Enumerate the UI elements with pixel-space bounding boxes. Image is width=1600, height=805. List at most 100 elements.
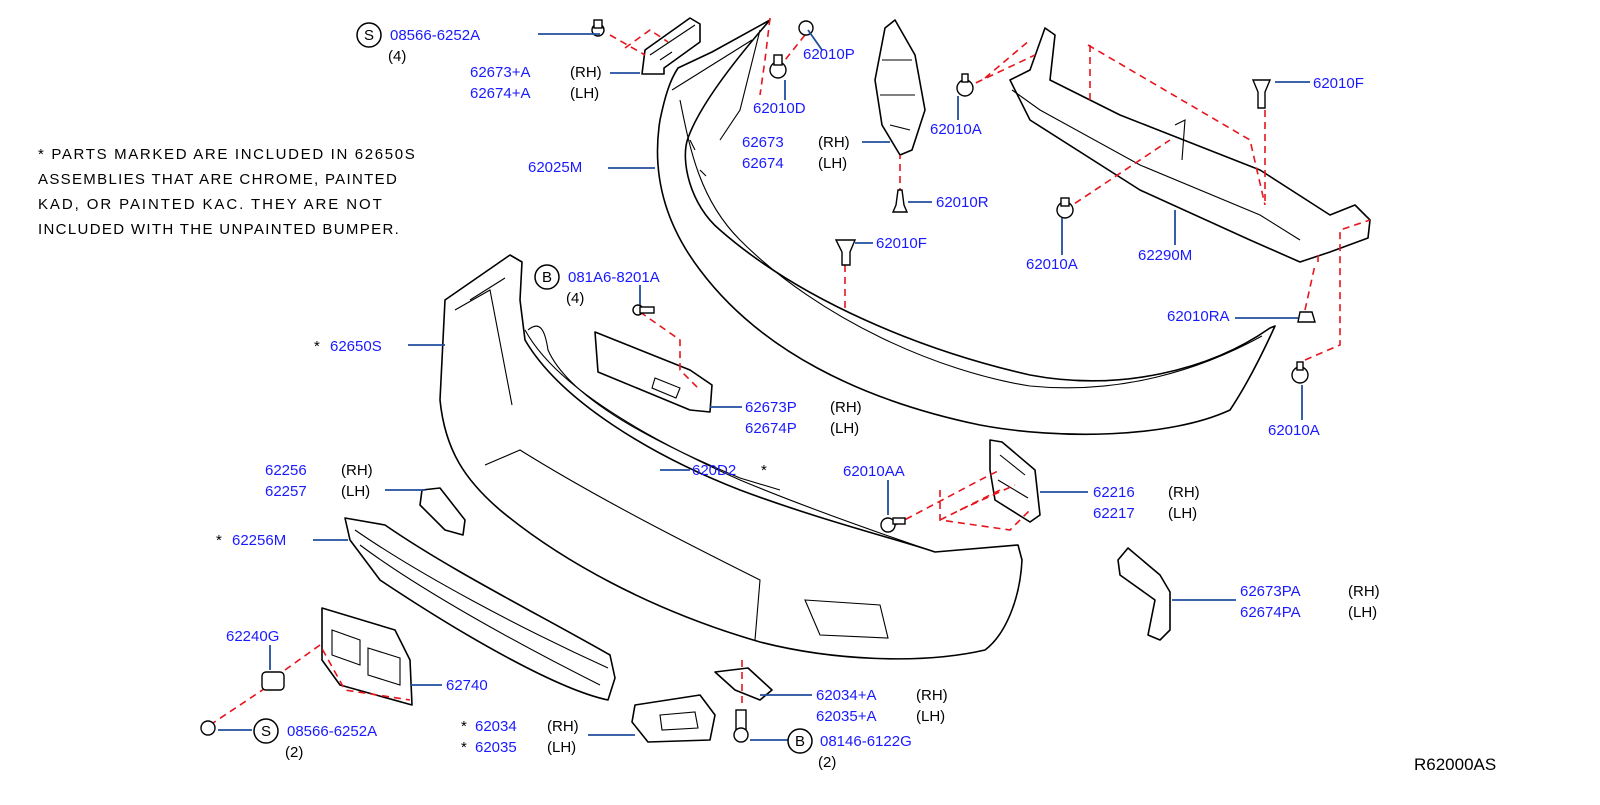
bracket-62216: [989, 439, 1041, 523]
label-62257[interactable]: 62257: [265, 483, 307, 500]
side-rh: (RH): [830, 399, 862, 416]
label-62010a-3[interactable]: 62010A: [1268, 422, 1320, 439]
upper-fascia-62025m: [656, 19, 1276, 436]
symbol-b-bottom: B: [787, 728, 813, 754]
bolt-08146: [733, 709, 749, 743]
clip-62010a-1: [956, 73, 974, 97]
side-rh: (RH): [547, 718, 579, 735]
label-62674[interactable]: 62674: [742, 155, 784, 172]
label-620d2[interactable]: 620D2: [692, 462, 736, 479]
label-62034[interactable]: 62034: [475, 718, 517, 735]
qualifiers: (4) (4) (2) (2) (RH) (LH) (RH) (LH) (RH)…: [216, 48, 1496, 774]
bolt-08566-bot: [200, 720, 216, 736]
label-62673[interactable]: 62673: [742, 134, 784, 151]
reinforcement-62290m: [1009, 27, 1371, 263]
note-line-4: INCLUDED WITH THE UNPAINTED BUMPER.: [38, 221, 400, 238]
label-62010f-2[interactable]: 62010F: [876, 235, 927, 252]
label-62256[interactable]: 62256: [265, 462, 307, 479]
diagram-code: R62000AS: [1414, 755, 1496, 774]
label-62010ra[interactable]: 62010RA: [1167, 308, 1230, 325]
symbol-s-bottom: S: [253, 718, 279, 744]
label-08566-bottom[interactable]: 08566-6252A: [287, 723, 377, 740]
note-block: * PARTS MARKED ARE INCLUDED IN 62650S AS…: [38, 146, 416, 238]
part-labels: 08566-6252A 62673+A 62674+A 62010P 62010…: [226, 27, 1364, 756]
clip-62010f-2: [834, 239, 857, 266]
label-62216[interactable]: 62216: [1093, 484, 1135, 501]
assembly-lines: [209, 17, 1371, 726]
label-081a6[interactable]: 081A6-8201A: [568, 269, 660, 286]
qty-08566-top: (4): [388, 48, 406, 65]
label-62010r[interactable]: 62010R: [936, 194, 989, 211]
side-lh: (LH): [818, 155, 847, 172]
label-62256m[interactable]: 62256M: [232, 532, 286, 549]
side-rh: (RH): [570, 64, 602, 81]
svg-text:S: S: [364, 27, 374, 44]
asterisk-62035: *: [461, 739, 467, 756]
side-lh: (LH): [547, 739, 576, 756]
note-line-3: KAD, OR PAINTED KAC. THEY ARE NOT: [38, 196, 383, 213]
leader-lines: [218, 29, 1310, 741]
label-62010a-2[interactable]: 62010A: [1026, 256, 1078, 273]
bracket-62673p: [594, 331, 713, 413]
label-62674a[interactable]: 62674+A: [470, 85, 530, 102]
trim-620d2: [527, 325, 781, 491]
svg-text:B: B: [542, 269, 552, 286]
clip-62010r: [891, 189, 909, 213]
label-62010d[interactable]: 62010D: [753, 100, 806, 117]
label-62034a[interactable]: 62034+A: [816, 687, 876, 704]
bracket-62256: [419, 487, 466, 536]
label-08146[interactable]: 08146-6122G: [820, 733, 912, 750]
label-62010aa[interactable]: 62010AA: [843, 463, 905, 480]
clip-62240g: [261, 671, 285, 691]
label-62674p[interactable]: 62674P: [745, 420, 797, 437]
label-08566-top[interactable]: 08566-6252A: [390, 27, 480, 44]
label-62035a[interactable]: 62035+A: [816, 708, 876, 725]
label-62010p[interactable]: 62010P: [803, 46, 855, 63]
symbol-s-top: S: [356, 22, 382, 48]
note-line-2: ASSEMBLIES THAT ARE CHROME, PAINTED: [38, 171, 398, 188]
svg-text:S: S: [261, 723, 271, 740]
clip-62010aa: [880, 517, 906, 533]
label-62673p[interactable]: 62673P: [745, 399, 797, 416]
bracket-62673: [874, 19, 926, 156]
front-bumper-62650s: [439, 254, 1023, 660]
label-62290m[interactable]: 62290M: [1138, 247, 1192, 264]
clip-62010f-1: [1251, 79, 1272, 109]
label-62673a[interactable]: 62673+A: [470, 64, 530, 81]
label-62240g[interactable]: 62240G: [226, 628, 279, 645]
side-rh: (RH): [1168, 484, 1200, 501]
label-62650s[interactable]: 62650S: [330, 338, 382, 355]
label-62035[interactable]: 62035: [475, 739, 517, 756]
qty-08146: (2): [818, 754, 836, 771]
label-62673pa[interactable]: 62673PA: [1240, 583, 1301, 600]
clip-62010a-2: [1056, 197, 1074, 219]
bracket-62673pa: [1117, 547, 1171, 641]
label-62740[interactable]: 62740: [446, 677, 488, 694]
label-62217[interactable]: 62217: [1093, 505, 1135, 522]
qty-08566-bottom: (2): [285, 744, 303, 761]
qty-081a6: (4): [566, 290, 584, 307]
clip-62010a-3: [1291, 361, 1309, 384]
side-rh: (RH): [818, 134, 850, 151]
bolt-081a6: [632, 304, 655, 316]
side-rh: (RH): [1348, 583, 1380, 600]
clip-62010d: [769, 54, 787, 79]
label-62010f-1[interactable]: 62010F: [1313, 75, 1364, 92]
label-62674pa[interactable]: 62674PA: [1240, 604, 1301, 621]
side-rh: (RH): [341, 462, 373, 479]
side-lh: (LH): [830, 420, 859, 437]
label-62010a-1[interactable]: 62010A: [930, 121, 982, 138]
plate-bracket-62740: [321, 607, 413, 706]
symbol-b-mid: B: [534, 264, 560, 290]
side-lh: (LH): [916, 708, 945, 725]
bracket-62673a: [641, 17, 701, 75]
note-line-1: * PARTS MARKED ARE INCLUDED IN 62650S: [38, 146, 416, 163]
asterisk-62034: *: [461, 718, 467, 735]
fog-bezel-62034: [631, 694, 716, 743]
bolt-08566-top: [591, 19, 605, 37]
side-rh: (RH): [916, 687, 948, 704]
side-lh: (LH): [1348, 604, 1377, 621]
asterisk-62650s: *: [314, 338, 320, 355]
label-62025m[interactable]: 62025M: [528, 159, 582, 176]
